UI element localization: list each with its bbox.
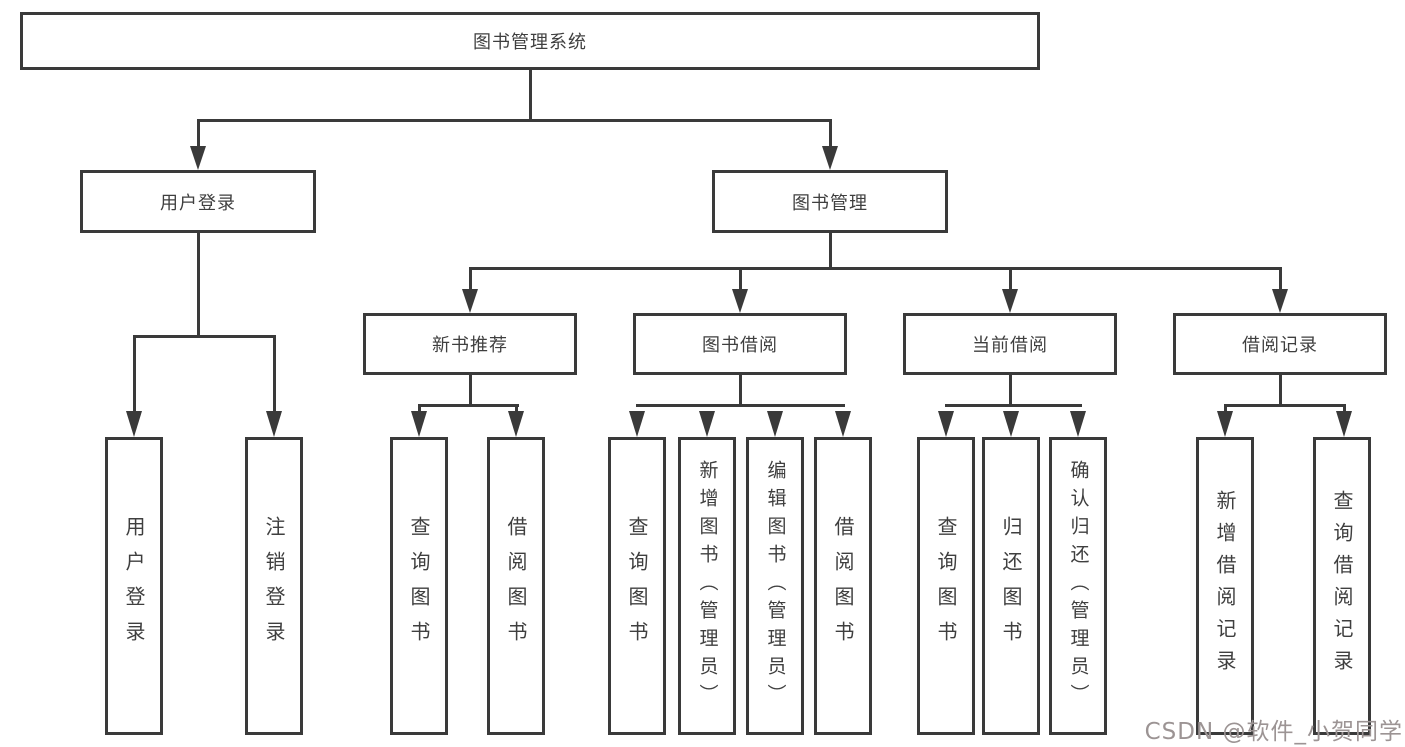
leaf-logout: 注销登录: [245, 437, 303, 735]
arrow-down-icon: [1070, 411, 1086, 437]
node-book-management: 图书管理: [712, 170, 948, 233]
arrow-down-icon: [767, 411, 783, 437]
leaf-label: 借阅图书: [504, 516, 528, 656]
leaf-label: 编辑图书（管理员）: [764, 460, 787, 712]
arrow-down-icon: [699, 411, 715, 437]
leaf-query-books-2: 查询图书: [608, 437, 666, 735]
connector-line: [468, 267, 1282, 270]
node-library-management-system: 图书管理系统: [20, 12, 1040, 70]
arrow-down-icon: [1002, 289, 1018, 313]
arrow-down-icon: [835, 411, 851, 437]
leaf-edit-books-admin: 编辑图书（管理员）: [746, 437, 804, 735]
connector-line: [528, 70, 532, 119]
connector-line: [1008, 267, 1012, 293]
connector-line: [944, 404, 1082, 407]
connector-line: [828, 233, 832, 267]
leaf-query-borrow-record: 查询借阅记录: [1313, 437, 1371, 735]
connector-line: [417, 404, 421, 416]
connector-line: [1278, 375, 1282, 407]
leaf-borrow-books-2: 借阅图书: [814, 437, 872, 735]
connector-line: [828, 119, 832, 150]
connector-line: [196, 119, 200, 150]
arrow-down-icon: [938, 411, 954, 437]
arrow-down-icon: [1272, 289, 1288, 313]
arrow-down-icon: [629, 411, 645, 437]
leaf-label: 借阅图书: [831, 516, 855, 656]
connector-line: [468, 375, 472, 407]
arrow-down-icon: [1003, 411, 1019, 437]
leaf-confirm-return-admin: 确认归还（管理员）: [1049, 437, 1107, 735]
leaf-label: 查询借阅记录: [1330, 490, 1354, 682]
connector-line: [1223, 404, 1227, 416]
connector-line: [132, 335, 136, 415]
arrow-down-icon: [1217, 411, 1233, 437]
leaf-query-books-3: 查询图书: [917, 437, 975, 735]
arrow-down-icon: [190, 146, 206, 170]
arrow-down-icon: [462, 289, 478, 313]
leaf-label: 查询图书: [934, 516, 958, 656]
connector-line: [196, 233, 200, 335]
node-borrowing-records: 借阅记录: [1173, 313, 1387, 375]
node-new-book-recommend: 新书推荐: [363, 313, 577, 375]
leaf-query-books-1: 查询图书: [390, 437, 448, 735]
connector-line: [738, 375, 742, 407]
leaf-borrow-books-1: 借阅图书: [487, 437, 545, 735]
node-current-borrowing: 当前借阅: [903, 313, 1117, 375]
leaf-label: 用户登录: [122, 516, 146, 656]
csdn-watermark: CSDN @软件_小贺同学: [1144, 719, 1403, 745]
leaf-label: 归还图书: [999, 516, 1023, 656]
connector-line: [1223, 404, 1346, 407]
connector-line: [468, 267, 472, 293]
connector-line: [132, 335, 276, 338]
node-label: 图书管理系统: [473, 32, 587, 53]
node-label: 图书借阅: [702, 335, 778, 356]
node-label: 图书管理: [792, 192, 868, 214]
leaf-label: 查询图书: [407, 516, 431, 656]
arrow-down-icon: [508, 411, 524, 437]
connector-line: [1342, 404, 1346, 416]
arrow-down-icon: [126, 411, 142, 437]
leaf-user-login: 用户登录: [105, 437, 163, 735]
connector-line: [1278, 267, 1282, 293]
connector-line: [514, 404, 518, 416]
node-label: 新书推荐: [432, 335, 508, 356]
connector-line: [417, 404, 519, 407]
node-label: 借阅记录: [1242, 335, 1318, 356]
connector-line: [196, 119, 832, 122]
node-user-login: 用户登录: [80, 170, 316, 233]
leaf-label: 确认归还（管理员）: [1067, 460, 1090, 712]
leaf-add-books-admin: 新增图书（管理员）: [678, 437, 736, 735]
connector-line: [738, 267, 742, 293]
leaf-label: 注销登录: [262, 516, 286, 656]
arrow-down-icon: [732, 289, 748, 313]
connector-line: [1008, 375, 1012, 407]
arrow-down-icon: [822, 146, 838, 170]
arrow-down-icon: [266, 411, 282, 437]
leaf-label: 新增借阅记录: [1213, 490, 1237, 682]
node-label: 用户登录: [160, 192, 236, 214]
leaf-add-borrow-record: 新增借阅记录: [1196, 437, 1254, 735]
connector-line: [635, 404, 845, 407]
arrow-down-icon: [411, 411, 427, 437]
leaf-return-books: 归还图书: [982, 437, 1040, 735]
node-label: 当前借阅: [972, 335, 1048, 356]
connector-line: [272, 335, 276, 415]
node-book-borrowing: 图书借阅: [633, 313, 847, 375]
leaf-label: 查询图书: [625, 516, 649, 656]
arrow-down-icon: [1336, 411, 1352, 437]
leaf-label: 新增图书（管理员）: [696, 460, 719, 712]
